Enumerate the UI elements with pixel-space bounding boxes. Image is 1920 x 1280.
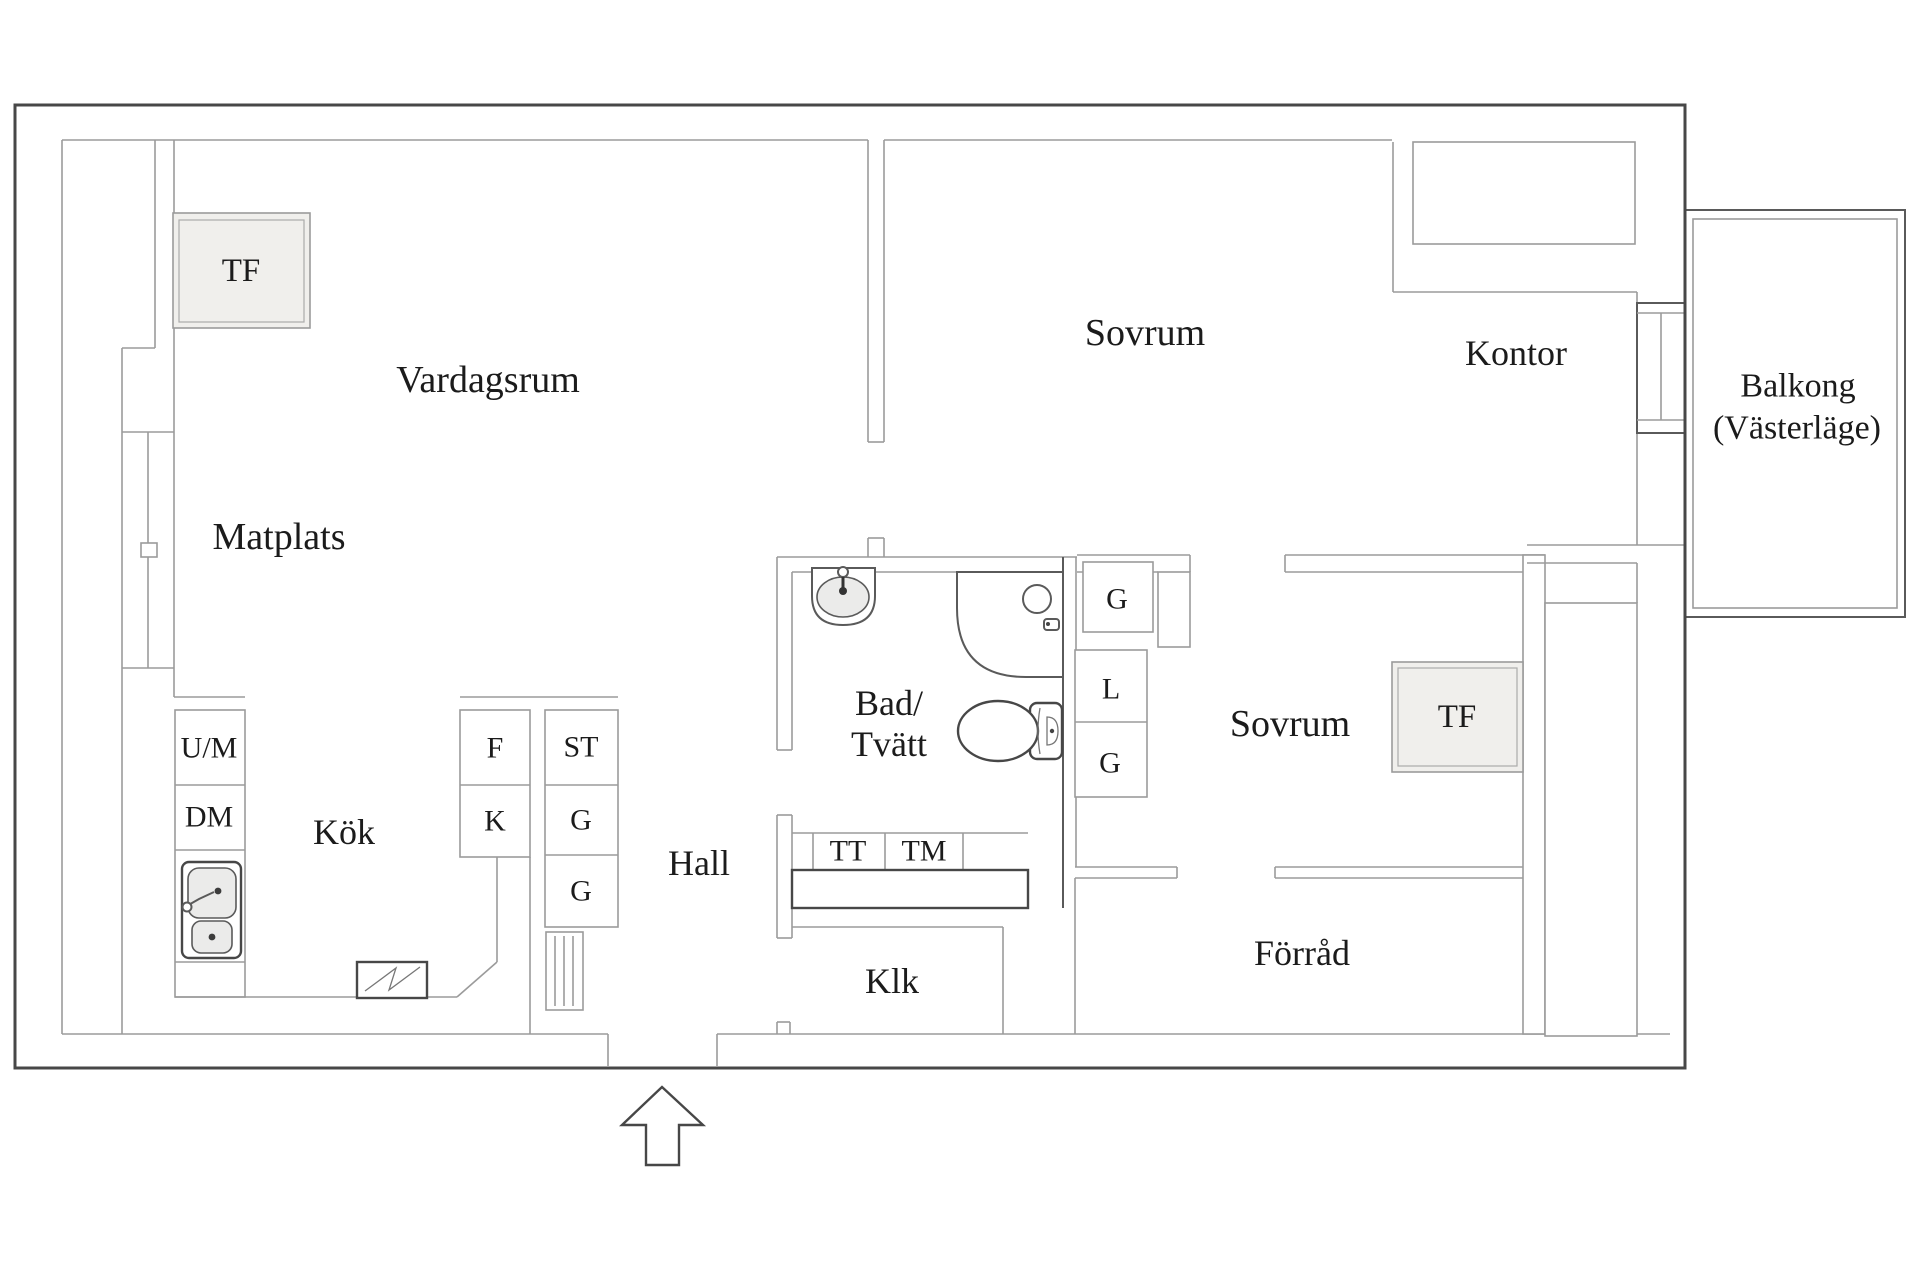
room-label-sovrum-right: Sovrum (1230, 703, 1350, 745)
balcony (1684, 209, 1906, 618)
room-label-sovrum-top: Sovrum (1085, 312, 1205, 354)
unit-label-g-bath: G (1106, 583, 1128, 616)
kontor (1392, 141, 1686, 603)
unit-label-um: U/M (181, 732, 238, 765)
entrance-arrow-icon (618, 1085, 707, 1167)
toilet-icon (956, 699, 1064, 763)
niche-wall (1157, 571, 1191, 648)
room-label-kok: Kök (313, 812, 375, 852)
room-label-vardagsrum: Vardagsrum (396, 359, 580, 401)
stove-icon (355, 960, 429, 1000)
unit-label-g1: G (570, 804, 592, 837)
balcony-door-window (1636, 302, 1686, 434)
forrad-walls (1075, 866, 1523, 879)
room-label-klk: Klk (865, 961, 919, 1001)
tall-closet (1544, 602, 1638, 1037)
hall-closets (1074, 554, 1191, 798)
unit-label-tf-bedroom: TF (1438, 699, 1477, 735)
room-label-forrad: Förråd (1254, 933, 1350, 973)
tf-cabinet-bedroom (1391, 661, 1524, 773)
entrance (607, 1034, 718, 1167)
unit-label-g3: G (1099, 747, 1121, 780)
left-wall-shaft (121, 140, 175, 1034)
tf-cabinet-livingroom (172, 212, 311, 329)
bedroom-right-wall (1522, 554, 1546, 1035)
unit-label-tt: TT (830, 835, 867, 868)
kitchen-cabinet-column-fk (459, 709, 531, 858)
interior-walls (61, 139, 1670, 1035)
shower-icon (956, 571, 1064, 678)
room-label-balkong-1: Balkong (1740, 368, 1855, 405)
bathroom (776, 556, 1077, 939)
kitchen (174, 696, 619, 1034)
room-label-balkong-2: (Västerläge) (1713, 410, 1881, 447)
unit-label-f: F (487, 732, 504, 765)
wall-outlet-box (140, 542, 158, 558)
room-label-kontor: Kontor (1465, 333, 1567, 373)
room-label-matplats: Matplats (213, 516, 346, 558)
outer-wall (13, 103, 1687, 1070)
radiator-icon (545, 931, 584, 1011)
unit-label-l: L (1102, 673, 1120, 706)
unit-label-g2: G (570, 875, 592, 908)
livingroom-bedroom-divider-wall (867, 140, 885, 557)
kontor-closet (1412, 141, 1636, 245)
unit-label-tm: TM (902, 835, 947, 868)
klk-closet (776, 926, 1004, 1034)
kitchen-cabinet-column-st (544, 709, 619, 928)
room-label-bad-1: Bad/ (855, 683, 923, 723)
room-label-hall: Hall (668, 843, 730, 883)
unit-label-k: K (484, 805, 506, 838)
bedroom-right (1074, 554, 1638, 1037)
l-g-closet-column (1074, 649, 1148, 798)
laundry-machines (790, 832, 1030, 910)
g-cabinet-top (1082, 561, 1154, 633)
room-label-bad-2: Tvätt (851, 724, 927, 764)
kitchen-sink-icon (180, 860, 243, 960)
bathroom-sink-icon (811, 566, 876, 627)
unit-label-st: ST (563, 731, 598, 764)
unit-label-tf-livingroom: TF (222, 253, 261, 289)
labels: Vardagsrum Matplats Sovrum Kontor Balkon… (181, 253, 1881, 1001)
unit-label-dm: DM (185, 801, 233, 834)
